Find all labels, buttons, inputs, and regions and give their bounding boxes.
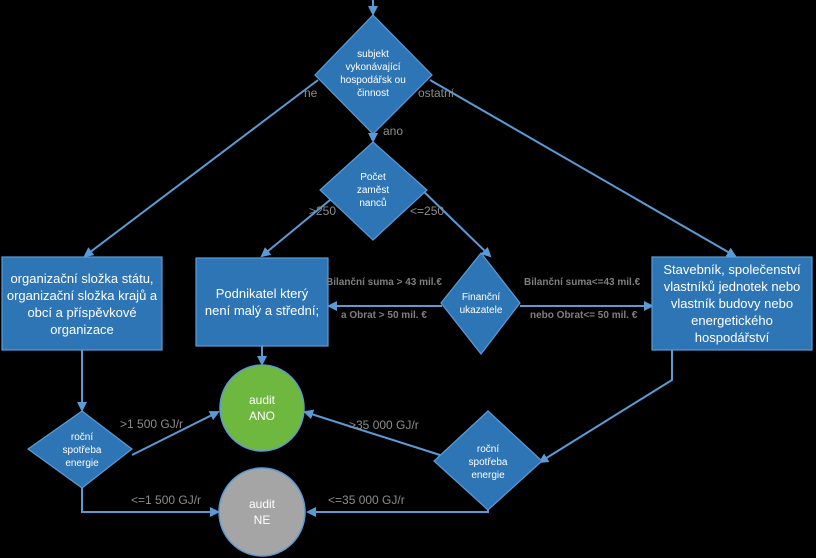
edge-label-ano: ano <box>383 124 404 138</box>
financni-diamond <box>440 252 521 355</box>
audit-ne-value: NE <box>253 513 271 527</box>
edge-left-le1500 <box>81 488 220 517</box>
edge-label-obrat-gt: a Obrat > 50 mil. € <box>341 310 427 321</box>
edge-pocet-gt250 <box>260 199 331 258</box>
edge-subjekt-ostatni <box>429 79 737 257</box>
spotreba-right-diamond <box>433 410 543 511</box>
edge-label-le1500: <=1 500 GJ/r <box>131 493 202 507</box>
edge-stavebnik-spotreba <box>538 346 673 464</box>
organizacni-label: organizační složka státu, organizační sl… <box>6 271 158 337</box>
edge-pocet-le250 <box>416 184 492 258</box>
audit-ano-circle <box>219 364 305 452</box>
spotreba-right-label: roční spotřeba energie <box>468 443 508 481</box>
edge-label-bil-le: Bilanční suma<=43 mil.€ <box>524 277 641 288</box>
audit-ano-title: audit <box>248 393 276 407</box>
audit-ne-title: audit <box>248 497 276 511</box>
edges <box>77 0 737 517</box>
stavebnik-box <box>651 256 813 351</box>
edge-label-bil-gt: Bilanční suma > 43 mil.€ <box>326 277 442 288</box>
subjekt-diamond <box>314 14 433 135</box>
podnikatel-label: Podnikatel který není malý a střední; <box>204 286 320 318</box>
edge-subjekt-ne <box>83 79 319 258</box>
audit-ano-label: audit ANO <box>222 386 302 430</box>
edge-label-gt35000: >35 000 GJ/r <box>349 418 419 432</box>
audit-ne-circle <box>218 467 306 557</box>
edge-right-gt35000 <box>303 409 441 456</box>
edge-label-gt1500: >1 500 GJ/r <box>120 417 184 431</box>
financni-label: Finanční ukazatele <box>459 292 503 316</box>
stavebnik-label: Stavebník, společenství vlastníků jednot… <box>663 261 801 345</box>
edge-label-ne: ne <box>304 86 318 100</box>
edge-label-le250: <=250 <box>410 204 445 218</box>
audit-ne-label: audit NE <box>222 490 302 534</box>
edge-label-obrat-le: nebo Obrat<= 50 mil. € <box>530 310 638 321</box>
edge-label-ostatni: ostatní <box>418 86 455 100</box>
organizacni-box <box>1 256 163 351</box>
subjekt-label: subjekt vykonávající hospodářsk ou činno… <box>340 49 406 99</box>
edge-left-gt1500 <box>131 411 220 456</box>
edge-label-gt250: >250 <box>309 204 337 218</box>
podnikatel-box <box>195 257 329 347</box>
audit-ano-value: ANO <box>248 409 275 423</box>
edge-label-le35000: <=35 000 GJ/r <box>328 493 405 507</box>
spotreba-left-label: roční spotřeba energie <box>62 431 102 469</box>
pocet-label: Počet zaměst nanců <box>356 171 390 209</box>
pocet-diamond <box>319 141 428 241</box>
spotreba-left-diamond <box>26 410 133 489</box>
